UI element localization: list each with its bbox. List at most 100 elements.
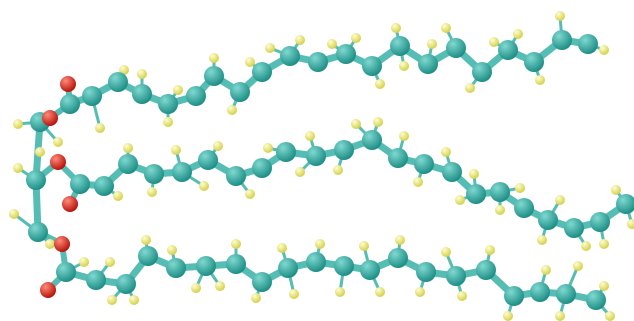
carbon-atom	[276, 142, 296, 162]
carbon-atom	[56, 262, 76, 282]
hydrogen-atom	[289, 289, 299, 299]
hydrogen-atom	[215, 281, 225, 291]
carbon-atom	[590, 212, 610, 232]
carbon-atom	[578, 34, 598, 54]
hydrogen-atom	[13, 119, 23, 129]
hydrogen-atom	[105, 257, 115, 267]
carbon-atom	[252, 158, 272, 178]
hydrogen-atom	[13, 163, 23, 173]
hydrogen-atom	[599, 45, 609, 55]
carbon-atom	[108, 72, 128, 92]
hydrogen-atom	[119, 65, 129, 75]
hydrogen-atom	[469, 169, 479, 179]
hydrogen-atom	[107, 295, 117, 305]
hydrogen-atom	[427, 39, 437, 49]
carbon-atom	[28, 222, 48, 242]
carbon-atom	[524, 52, 544, 72]
hydrogen-atom	[141, 235, 151, 245]
carbon-atom	[306, 252, 326, 272]
hydrogen-layer	[9, 11, 634, 321]
carbon-atom	[226, 166, 246, 186]
carbon-atom	[166, 258, 186, 278]
carbon-atom	[616, 194, 634, 214]
hydrogen-atom	[555, 11, 565, 21]
hydrogen-atom	[555, 311, 565, 321]
carbon-atom	[334, 140, 354, 160]
hydrogen-atom	[147, 187, 157, 197]
carbon-atom	[538, 210, 558, 230]
hydrogen-atom	[95, 123, 105, 133]
carbon-atom	[334, 256, 354, 276]
hydrogen-atom	[171, 145, 181, 155]
carbon-atom	[552, 30, 572, 50]
carbon-atom	[82, 86, 102, 106]
hydrogen-atom	[137, 69, 147, 79]
hydrogen-atom	[599, 281, 609, 291]
hydrogen-atom	[263, 143, 273, 153]
hydrogen-atom	[191, 283, 201, 293]
oxygen-atom	[54, 236, 70, 252]
oxygen-atom	[40, 282, 56, 298]
hydrogen-atom	[555, 195, 565, 205]
hydrogen-atom	[399, 61, 409, 71]
hydrogen-atom	[251, 293, 261, 303]
carbon-atom	[230, 82, 250, 102]
carbon-atom	[60, 94, 80, 114]
hydrogen-atom	[495, 205, 505, 215]
hydrogen-atom	[455, 195, 465, 205]
carbon-atom	[186, 86, 206, 106]
carbon-atom	[158, 94, 178, 114]
carbon-atom	[26, 170, 46, 190]
carbon-atom	[308, 52, 328, 72]
carbon-atom	[418, 54, 438, 74]
carbon-atom	[252, 62, 272, 82]
hydrogen-atom	[515, 183, 525, 193]
hydrogen-atom	[9, 209, 19, 219]
hydrogen-atom	[351, 119, 361, 129]
carbon-atom	[86, 270, 106, 290]
hydrogen-atom	[123, 143, 133, 153]
hydrogen-atom	[113, 191, 123, 201]
hydrogen-atom	[245, 189, 255, 199]
carbon-atom	[416, 262, 436, 282]
hydrogen-atom	[513, 29, 523, 39]
hydrogen-atom	[351, 33, 361, 43]
hydrogen-atom	[129, 295, 139, 305]
hydrogen-atom	[489, 37, 499, 47]
atom-layer	[26, 30, 634, 310]
carbon-atom	[414, 154, 434, 174]
carbon-atom	[556, 284, 576, 304]
hydrogen-atom	[227, 105, 237, 115]
hydrogen-atom	[277, 243, 287, 253]
hydrogen-atom	[399, 131, 409, 141]
hydrogen-atom	[167, 245, 177, 255]
oxygen-atom	[50, 154, 66, 170]
hydrogen-atom	[485, 245, 495, 255]
carbon-atom	[132, 84, 152, 104]
carbon-atom	[490, 182, 510, 202]
hydrogen-atom	[163, 117, 173, 127]
hydrogen-atom	[333, 165, 343, 175]
hydrogen-atom	[573, 261, 583, 271]
hydrogen-atom	[391, 23, 401, 33]
hydrogen-atom	[581, 241, 591, 251]
oxygen-atom	[62, 196, 78, 212]
carbon-atom	[306, 146, 326, 166]
oxygen-atom	[60, 76, 76, 92]
carbon-atom	[196, 256, 216, 276]
hydrogen-atom	[173, 85, 183, 95]
carbon-atom	[446, 38, 466, 58]
carbon-atom	[498, 40, 518, 60]
carbon-atom	[138, 246, 158, 266]
hydrogen-atom	[35, 147, 45, 157]
carbon-atom	[472, 62, 492, 82]
carbon-atom	[252, 272, 272, 292]
hydrogen-atom	[45, 239, 55, 249]
carbon-atom	[586, 290, 606, 310]
carbon-atom	[226, 254, 246, 274]
hydrogen-atom	[213, 141, 223, 151]
carbon-atom	[390, 36, 410, 56]
oxygen-atom	[42, 110, 58, 126]
carbon-atom	[466, 184, 486, 204]
